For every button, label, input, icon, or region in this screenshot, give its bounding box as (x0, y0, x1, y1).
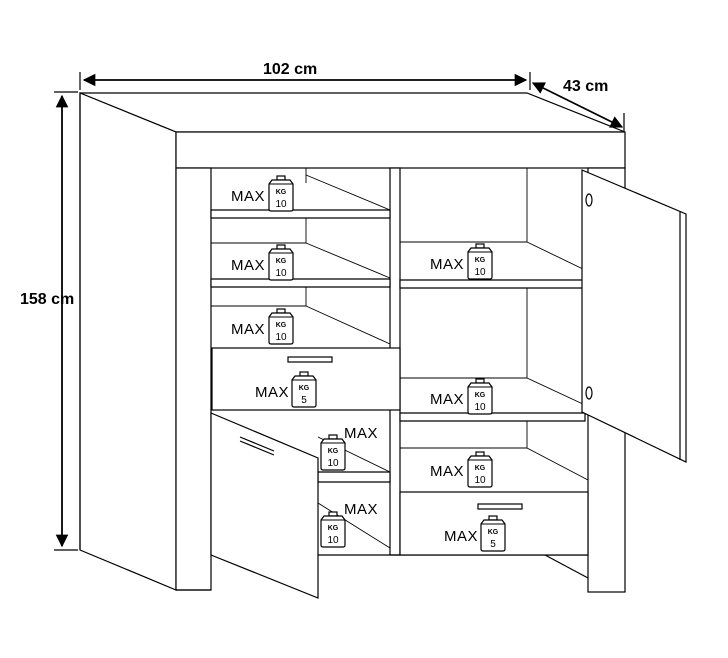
weight-icon: KG 10 (467, 243, 493, 280)
kg-value: 10 (474, 267, 486, 278)
kg-unit: KG (276, 258, 287, 265)
kg-value: 10 (474, 402, 486, 413)
max-text: MAX (430, 391, 464, 408)
left-lower-shelf (317, 471, 391, 483)
weight-icon: KG 10 (467, 451, 493, 488)
load-label: MAX KG 10 (231, 175, 294, 212)
kg-unit: KG (276, 189, 287, 196)
max-text: MAX (344, 425, 378, 442)
right-compartment (399, 168, 687, 556)
left-shelf-2 (210, 278, 391, 288)
max-text: MAX (344, 501, 378, 518)
kg-value: 10 (327, 535, 339, 546)
kg-unit: KG (276, 322, 287, 329)
depth-arrow (531, 82, 624, 128)
load-label: MAX KG 10 (430, 243, 493, 280)
left-shelf-1 (210, 209, 391, 219)
kg-unit: KG (475, 465, 486, 472)
load-label: MAX KG 5 (444, 515, 506, 552)
cabinet-left-side (79, 92, 177, 591)
load-label: MAX KG 10 (231, 308, 294, 345)
kg-value: 5 (490, 539, 496, 550)
depth-label: 43 cm (563, 78, 608, 95)
height-label: 158 cm (20, 291, 74, 308)
load-label: MAX KG 10 (231, 244, 294, 281)
weight-icon: KG 5 (291, 371, 317, 408)
weight-icon: KG 10 (467, 378, 493, 415)
kg-unit: KG (475, 392, 486, 399)
max-text: MAX (444, 528, 478, 545)
weight-icon: KG 10 (320, 511, 346, 548)
width-label: 102 cm (263, 61, 317, 78)
weight-icon: KG 10 (268, 175, 294, 212)
kg-value: 10 (275, 332, 287, 343)
max-text: MAX (231, 257, 265, 274)
kg-unit: KG (328, 525, 339, 532)
cabinet-body (79, 92, 626, 593)
left-drawer-handle (287, 356, 333, 363)
max-text: MAX (255, 384, 289, 401)
max-text: MAX (231, 321, 265, 338)
max-text: MAX (430, 463, 464, 480)
cabinet-front-top-band (175, 131, 626, 169)
right-shelf-1 (399, 279, 586, 289)
right-door-hinge-bottom (585, 386, 593, 400)
right-shelf-2 (399, 412, 586, 422)
weight-icon: KG 10 (320, 434, 346, 471)
weight-icon: KG 5 (480, 515, 506, 552)
right-door-hinge-top (585, 193, 593, 207)
load-label: MAX KG 5 (255, 371, 317, 408)
cabinet-left-stile (175, 167, 212, 591)
weight-icon: KG 10 (268, 308, 294, 345)
max-text: MAX (430, 256, 464, 273)
kg-value: 10 (327, 458, 339, 469)
kg-value: 10 (275, 199, 287, 210)
left-door-open (210, 412, 319, 599)
load-label: MAX KG 10 (430, 378, 493, 415)
kg-unit: KG (488, 529, 499, 536)
kg-unit: KG (328, 448, 339, 455)
max-text: MAX (231, 188, 265, 205)
kg-unit: KG (299, 385, 310, 392)
kg-value: 10 (474, 475, 486, 486)
right-door-open (581, 169, 687, 463)
load-label: MAX KG 10 (320, 425, 378, 471)
kg-unit: KG (475, 257, 486, 264)
weight-icon: KG 10 (268, 244, 294, 281)
right-drawer-handle (477, 503, 523, 510)
kg-value: 5 (301, 395, 307, 406)
dimension-lines: 102 cm 43 cm 158 cm (20, 61, 625, 551)
load-label: MAX KG 10 (320, 501, 378, 548)
kg-value: 10 (275, 268, 287, 279)
load-label: MAX KG 10 (430, 451, 493, 488)
